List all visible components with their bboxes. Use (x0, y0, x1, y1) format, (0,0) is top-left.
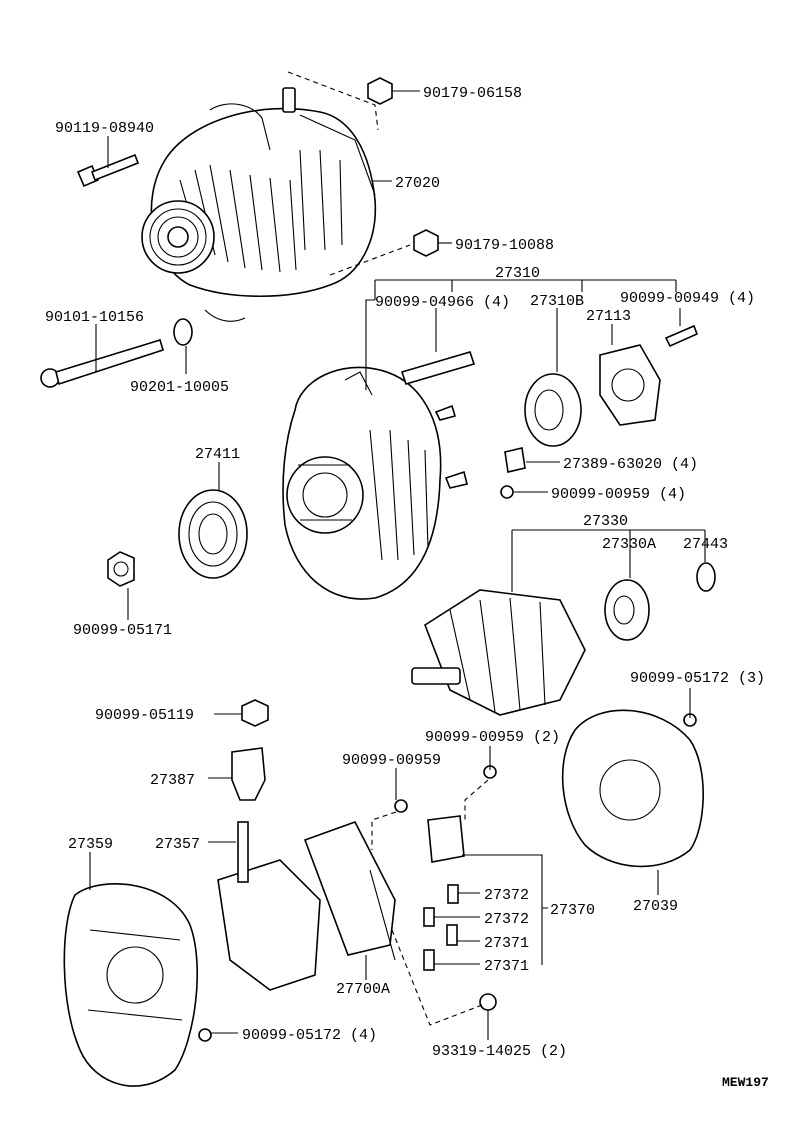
alternator-assembly-drawing (141, 87, 377, 322)
label-90179-06158: 90179-06158 (423, 85, 522, 102)
label-90099-05172-3: 90099-05172 (3) (630, 670, 765, 687)
rear-end-cover-drawing (561, 709, 704, 868)
part-labels: 90179-06158 90119-08940 27020 90179-1008… (45, 85, 769, 1090)
label-90099-00949: 90099-00949 (4) (620, 290, 755, 307)
label-90099-05172-4: 90099-05172 (4) (242, 1027, 377, 1044)
label-27389-63020: 27389-63020 (4) (563, 456, 698, 473)
label-90099-05171: 90099-05171 (73, 622, 172, 639)
label-27330a: 27330A (602, 536, 656, 553)
label-27113: 27113 (586, 308, 631, 325)
leader-lines (89, 71, 706, 1040)
label-27700a: 27700A (336, 981, 390, 998)
label-93319-14025: 93319-14025 (2) (432, 1043, 567, 1060)
label-27310b: 27310B (530, 293, 584, 310)
label-27359: 27359 (68, 836, 113, 853)
label-27411: 27411 (195, 446, 240, 463)
diagram-code: MEW197 (722, 1075, 769, 1090)
label-90179-10088: 90179-10088 (455, 237, 554, 254)
label-27371-upper: 27371 (484, 935, 529, 952)
label-27443: 27443 (683, 536, 728, 553)
label-27370: 27370 (550, 902, 595, 919)
label-90099-00959-4: 90099-00959 (4) (551, 486, 686, 503)
label-90099-05119: 90099-05119 (95, 707, 194, 724)
label-90099-00959-2: 90099-00959 (2) (425, 729, 560, 746)
label-90101-10156: 90101-10156 (45, 309, 144, 326)
label-27357: 27357 (155, 836, 200, 853)
label-90099-00959: 90099-00959 (342, 752, 441, 769)
label-27310: 27310 (495, 265, 540, 282)
hardware-drawings (40, 77, 699, 587)
label-27330: 27330 (583, 513, 628, 530)
label-90201-10005: 90201-10005 (130, 379, 229, 396)
regulator-and-brush-drawings (217, 699, 497, 1011)
label-90119-08940: 90119-08940 (55, 120, 154, 137)
label-27372-upper: 27372 (484, 887, 529, 904)
rotor-drawing (411, 562, 716, 716)
rectifier-end-frame-drawing (63, 883, 212, 1087)
label-27372-lower: 27372 (484, 911, 529, 928)
label-90099-04966: 90099-04966 (4) (375, 294, 510, 311)
label-27020: 27020 (395, 175, 440, 192)
drive-end-frame-drawing (282, 366, 468, 600)
label-27039: 27039 (633, 898, 678, 915)
label-27387: 27387 (150, 772, 195, 789)
label-27371-lower: 27371 (484, 958, 529, 975)
